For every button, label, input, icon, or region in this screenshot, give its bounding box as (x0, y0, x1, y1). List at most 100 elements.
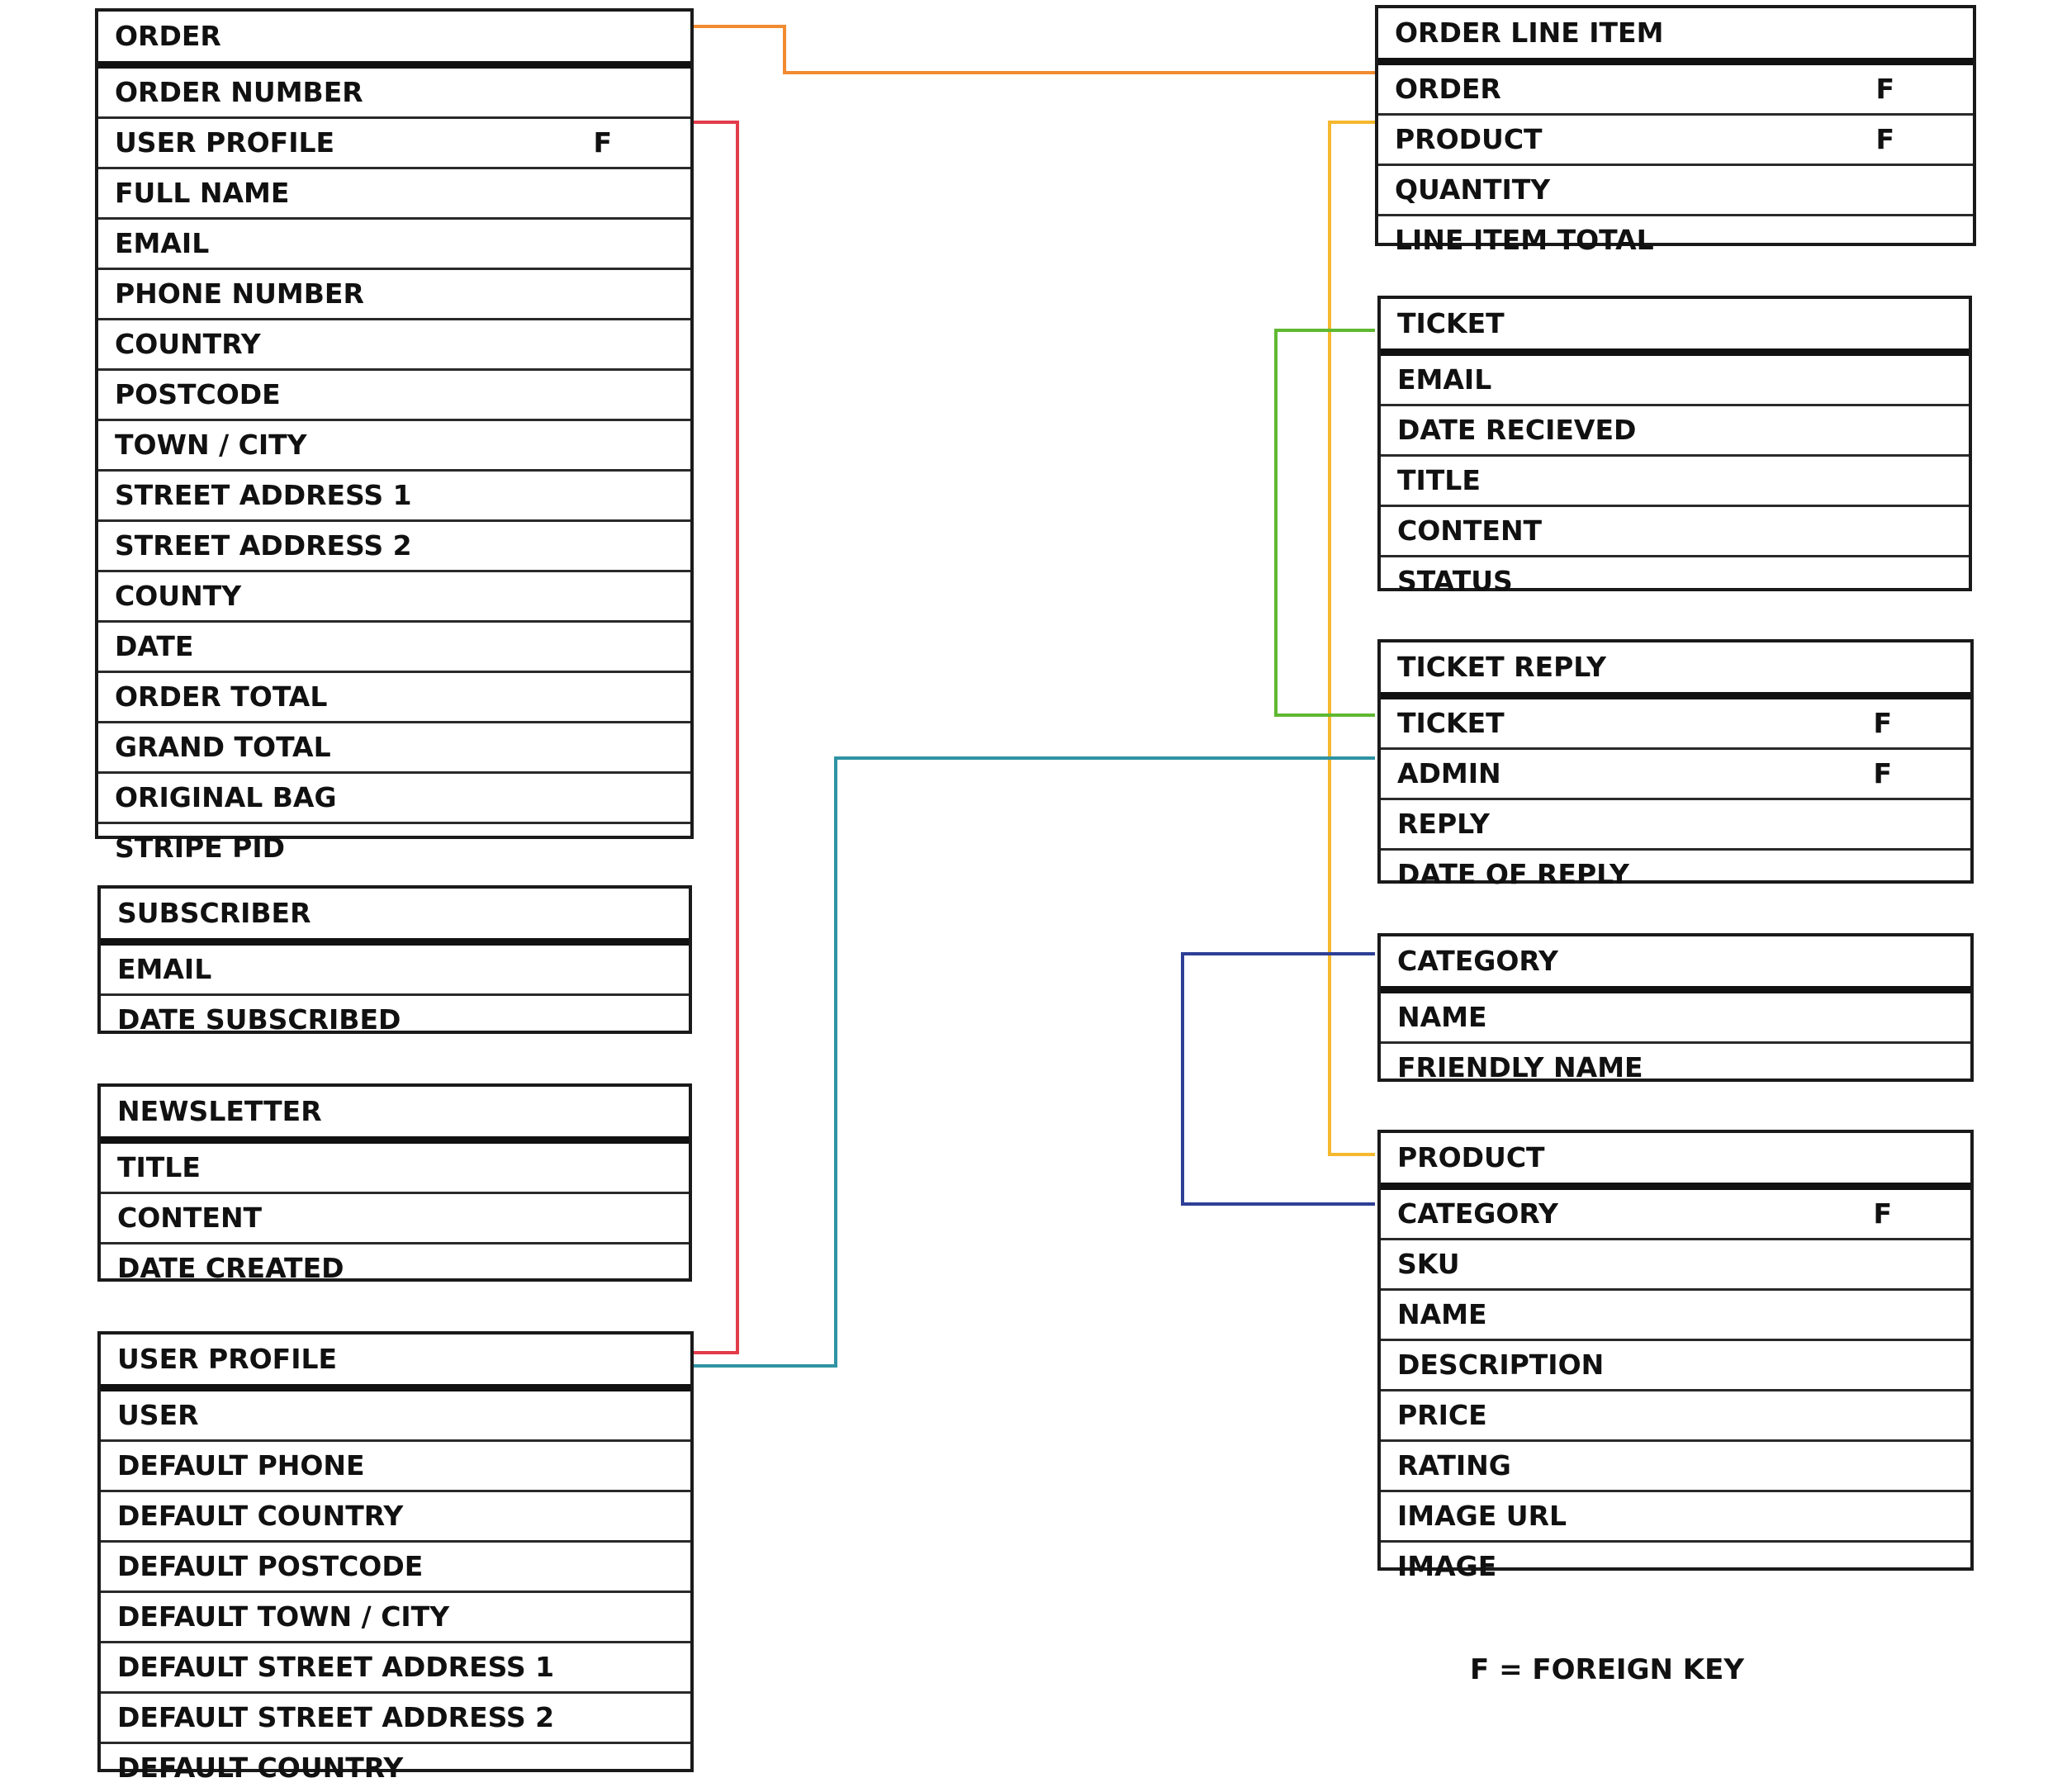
field-name: PRICE (1397, 1399, 1487, 1431)
table-row: DATE (98, 623, 690, 673)
table-row: SKU (1381, 1240, 1970, 1291)
field-name: STRIPE PID (115, 832, 286, 864)
table-row: DEFAULT PHONE (101, 1442, 690, 1492)
field-name: STATUS (1397, 565, 1513, 597)
field-name: DEFAULT COUNTRY (117, 1500, 404, 1532)
field-name: TOWN / CITY (115, 429, 307, 461)
field-name: TITLE (1397, 464, 1481, 496)
table-row: CONTENT (1381, 507, 1969, 557)
table-row: PRODUCT F (1378, 116, 1973, 166)
field-name: DEFAULT POSTCODE (117, 1550, 424, 1582)
table-row: EMAIL (1381, 356, 1969, 406)
table-row: LINE ITEM TOTAL (1378, 216, 1973, 264)
field-name: USER PROFILE (115, 126, 335, 159)
foreign-key-marker: F (593, 126, 612, 159)
table-row: DATE SUBSCRIBED (101, 996, 689, 1044)
field-name: COUNTRY (115, 328, 261, 360)
order-table-title: ORDER (98, 12, 690, 69)
field-name: ADMIN (1397, 757, 1501, 789)
field-name: CONTENT (117, 1202, 263, 1234)
table-row: QUANTITY (1378, 166, 1973, 216)
field-name: DATE CREATED (117, 1252, 344, 1284)
field-name: ORDER (1395, 73, 1501, 105)
field-name: DATE RECIEVED (1397, 414, 1637, 446)
field-name: IMAGE URL (1397, 1500, 1567, 1532)
table-row: PHONE NUMBER (98, 270, 690, 320)
field-name: FRIENDLY NAME (1397, 1051, 1643, 1083)
table-row: FRIENDLY NAME (1381, 1044, 1970, 1092)
foreign-key-marker: F (1873, 1197, 1892, 1230)
field-name: DATE OF REPLY (1397, 858, 1629, 890)
field-name: DATE SUBSCRIBED (117, 1003, 401, 1036)
newsletter-table-title: NEWSLETTER (101, 1087, 689, 1144)
field-name: CONTENT (1397, 514, 1543, 547)
field-name: EMAIL (115, 227, 210, 259)
table-row: IMAGE URL (1381, 1492, 1970, 1543)
field-name: NAME (1397, 1001, 1487, 1033)
table-row: TICKET F (1381, 699, 1970, 750)
table-row: CATEGORY F (1381, 1190, 1970, 1240)
field-name: CATEGORY (1397, 1197, 1558, 1230)
field-name: PHONE NUMBER (115, 277, 364, 310)
table-row: TITLE (101, 1144, 689, 1194)
field-name: SKU (1397, 1248, 1460, 1280)
field-name: DATE (115, 630, 194, 662)
table-row: USER (101, 1391, 690, 1442)
table-row: STRIPE PID (98, 824, 690, 872)
table-row: DEFAULT POSTCODE (101, 1543, 690, 1593)
table-row: STREET ADDRESS 1 (98, 472, 690, 522)
ticket-table-title: TICKET (1381, 299, 1969, 356)
field-name: ORDER TOTAL (115, 680, 328, 713)
foreign-key-legend: F = FOREIGN KEY (1470, 1653, 1744, 1686)
ticket-reply-table-title: TICKET REPLY (1381, 642, 1970, 699)
table-row: GRAND TOTAL (98, 723, 690, 774)
table-row: DEFAULT STREET ADDRESS 1 (101, 1643, 690, 1694)
table-row: EMAIL (101, 946, 689, 996)
field-name: REPLY (1397, 808, 1490, 840)
field-name: LINE ITEM TOTAL (1395, 224, 1654, 256)
order-line-item-table-title: ORDER LINE ITEM (1378, 8, 1973, 65)
table-row: DEFAULT STREET ADDRESS 2 (101, 1694, 690, 1744)
user-profile-table-title: USER PROFILE (101, 1335, 690, 1391)
field-name: STREET ADDRESS 2 (115, 529, 412, 562)
connector-ticket-reply-admin-to-user-profile (694, 756, 1375, 1368)
field-name: TITLE (117, 1151, 201, 1183)
field-name: DEFAULT COUNTRY (117, 1752, 404, 1784)
field-name: IMAGE (1397, 1550, 1497, 1582)
field-name: DEFAULT PHONE (117, 1449, 365, 1481)
field-name: EMAIL (1397, 363, 1492, 396)
table-row: REPLY (1381, 800, 1970, 851)
table-row: USER PROFILE F (98, 119, 690, 169)
table-row: ORDER NUMBER (98, 69, 690, 119)
product-table-title: PRODUCT (1381, 1133, 1970, 1190)
field-name: RATING (1397, 1449, 1511, 1481)
ticket-table: TICKET EMAIL DATE RECIEVED TITLE CONTENT STAT… (1377, 296, 1972, 597)
field-name: DEFAULT STREET ADDRESS 2 (117, 1701, 555, 1733)
table-row: TITLE (1381, 457, 1969, 507)
connector-ticket-reply-ticket-to-ticket (1274, 329, 1375, 717)
field-name: TICKET (1397, 707, 1505, 739)
connector-order-to-order-line-item (694, 25, 1375, 74)
field-name: DEFAULT TOWN / CITY (117, 1600, 450, 1633)
table-row: DEFAULT COUNTRY (101, 1492, 690, 1543)
table-row: TOWN / CITY (98, 421, 690, 472)
foreign-key-marker: F (1873, 707, 1892, 739)
table-row: DATE CREATED (101, 1244, 689, 1292)
table-row: EMAIL (98, 220, 690, 270)
table-row: POSTCODE (98, 371, 690, 421)
foreign-key-marker: F (1875, 123, 1894, 155)
field-name: USER (117, 1399, 199, 1431)
field-name: PRODUCT (1395, 123, 1543, 155)
table-row: COUNTY (98, 572, 690, 623)
field-name: DEFAULT STREET ADDRESS 1 (117, 1651, 555, 1683)
table-row: STATUS (1381, 557, 1969, 605)
connector-order-user-profile-to-user-profile (694, 121, 739, 1354)
user-profile-table: USER PROFILE USER DEFAULT PHONE DEFAULT COU… (97, 1331, 694, 1784)
table-row: DEFAULT TOWN / CITY (101, 1593, 690, 1643)
table-row: FULL NAME (98, 169, 690, 220)
